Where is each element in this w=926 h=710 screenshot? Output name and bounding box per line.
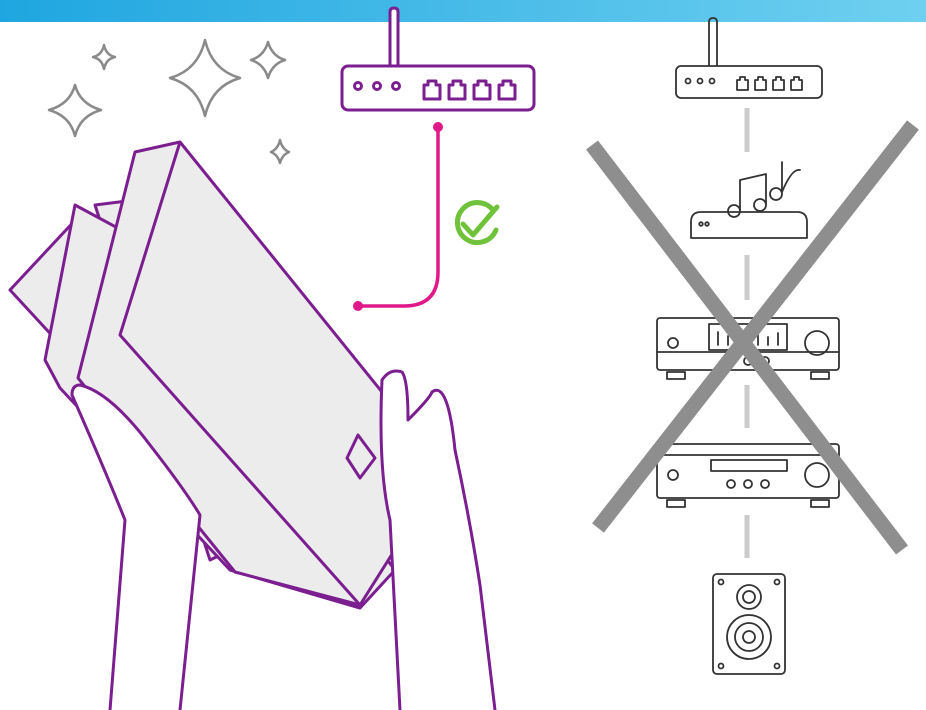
sparkle-icon [49,85,101,136]
music-streamer-icon [691,162,807,238]
receiver-icon [657,444,839,507]
loudspeaker-icon [713,574,785,674]
wireless-speaker-icon [10,142,445,608]
router-icon [676,18,822,98]
sparkle-icon [271,140,289,163]
sparkle-icon [170,40,240,116]
network-cable [353,122,443,311]
sparkle-icon [93,45,115,69]
router-icon [342,8,534,110]
sparkle-icon [251,42,285,78]
check-circle-icon [457,203,497,243]
cross-icon [592,125,913,550]
